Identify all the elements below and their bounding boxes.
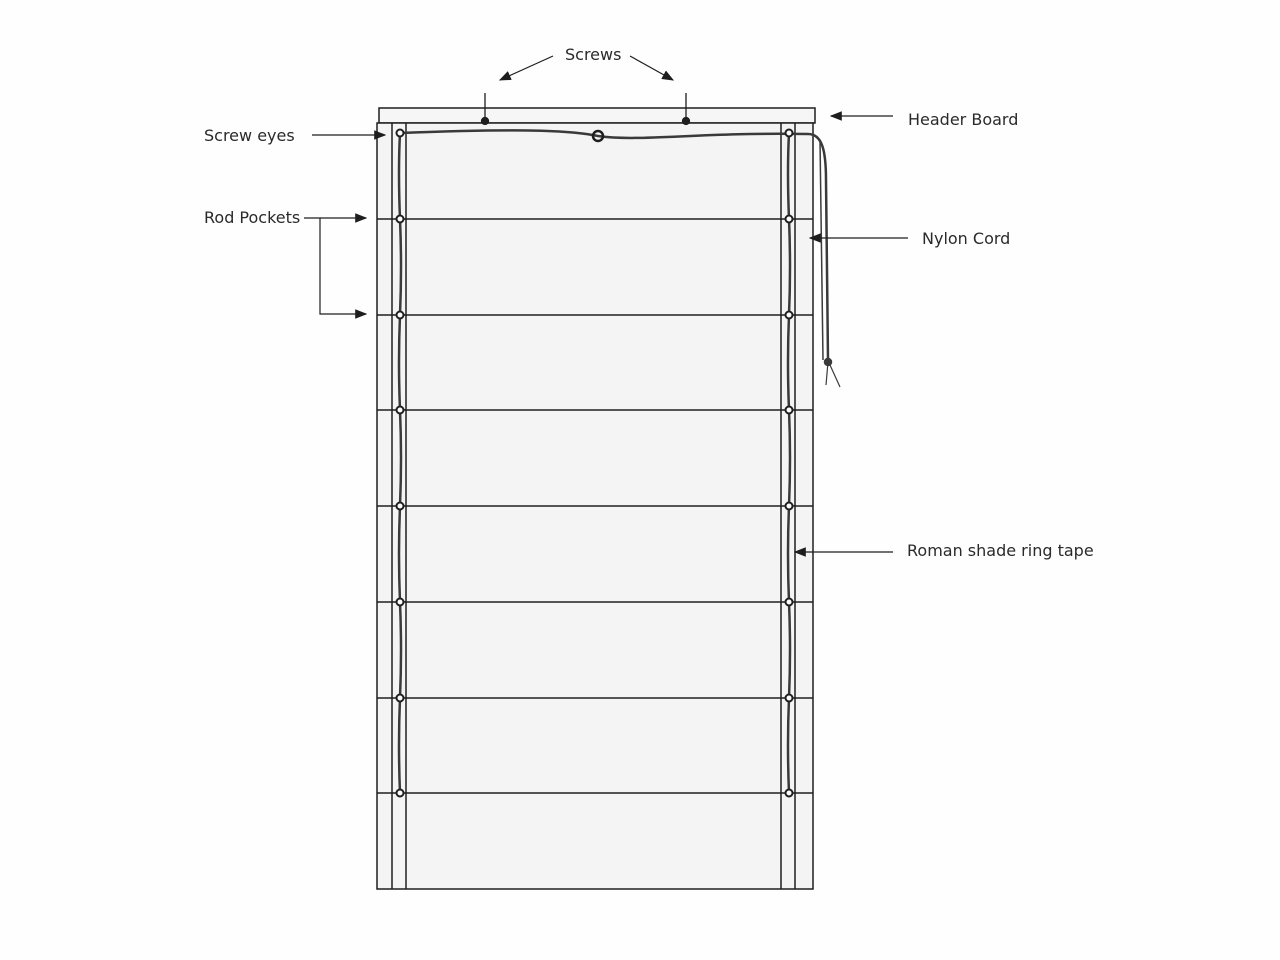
ring: [784, 693, 794, 703]
ring: [784, 310, 794, 320]
label-nylon-cord: Nylon Cord: [922, 229, 1010, 248]
ring: [395, 128, 405, 138]
ring: [395, 214, 405, 224]
screws-arrow-right: [629, 55, 675, 81]
ring: [784, 405, 794, 415]
rod-pockets-bracket: [304, 217, 368, 319]
vertical-cord: [786, 132, 792, 794]
label-screw-eyes: Screw eyes: [204, 126, 295, 145]
ring: [784, 128, 794, 138]
screws-arrow-left: [498, 55, 554, 81]
ring: [784, 214, 794, 224]
vertical-cord: [397, 132, 403, 794]
ring: [784, 597, 794, 607]
label-header-board: Header Board: [908, 110, 1018, 129]
rod-pockets: [377, 218, 813, 794]
header-board: [378, 107, 816, 124]
label-rod-pockets: Rod Pockets: [204, 208, 300, 227]
label-screws: Screws: [565, 45, 621, 64]
ring: [395, 310, 405, 320]
label-ring-tape: Roman shade ring tape: [907, 541, 1094, 560]
ring: [784, 788, 794, 798]
nylon-cord: [397, 129, 841, 794]
ring: [395, 788, 405, 798]
rings: [395, 128, 794, 798]
ring: [395, 501, 405, 511]
screws: [480, 93, 691, 126]
ring: [395, 693, 405, 703]
ring: [784, 501, 794, 511]
center-screw-eye: [591, 129, 605, 143]
ring: [395, 597, 405, 607]
ring: [395, 405, 405, 415]
